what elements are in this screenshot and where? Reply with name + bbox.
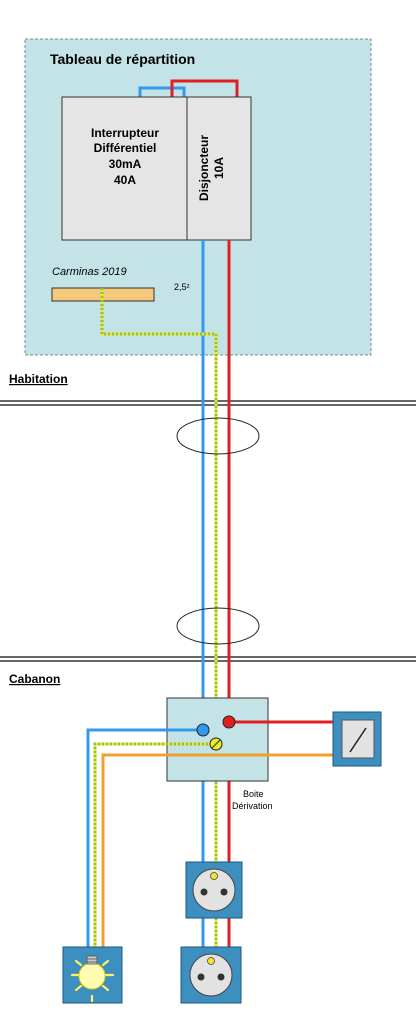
rcd-label-line3: 30mA <box>109 157 142 171</box>
junction-box-label-line2: Dérivation <box>232 801 273 811</box>
switch-return-wire <box>101 753 348 955</box>
cable-sheath-bottom <box>176 607 260 645</box>
earth-terminal-mark <box>211 739 221 749</box>
breaker-label-line2: 10A <box>212 157 226 179</box>
cable-sheath-top <box>176 417 260 455</box>
socket-icon <box>185 861 243 919</box>
zone-label-house: Habitation <box>9 372 68 386</box>
rcd-box <box>61 96 252 241</box>
earth-main-wire-green <box>100 288 218 978</box>
neutral-bridge-wire <box>138 86 186 97</box>
light-earth-wire-green <box>93 742 216 955</box>
rcd-label-line1: Interrupteur <box>91 126 159 140</box>
phase-bridge-wire <box>170 79 239 97</box>
wire-section-label: 2,5² <box>174 282 190 292</box>
light-switch-icon <box>332 711 382 767</box>
phase-terminal <box>222 715 236 729</box>
rcd-label-line2: Différentiel <box>94 141 157 155</box>
rcd-label-line4: 40A <box>114 173 136 187</box>
neutral-terminal <box>196 723 210 737</box>
light-neutral-wire <box>86 728 203 955</box>
zone-label-shed: Cabanon <box>9 672 60 686</box>
junction-box-label-line1: Boite <box>243 789 264 799</box>
panel-title: Tableau de répartition <box>50 51 195 67</box>
breaker-label-line1: Disjoncteur <box>197 135 211 201</box>
author-signature: Carminas 2019 <box>52 266 127 278</box>
socket-icon <box>180 946 242 1004</box>
light-bulb-icon <box>62 946 123 1004</box>
